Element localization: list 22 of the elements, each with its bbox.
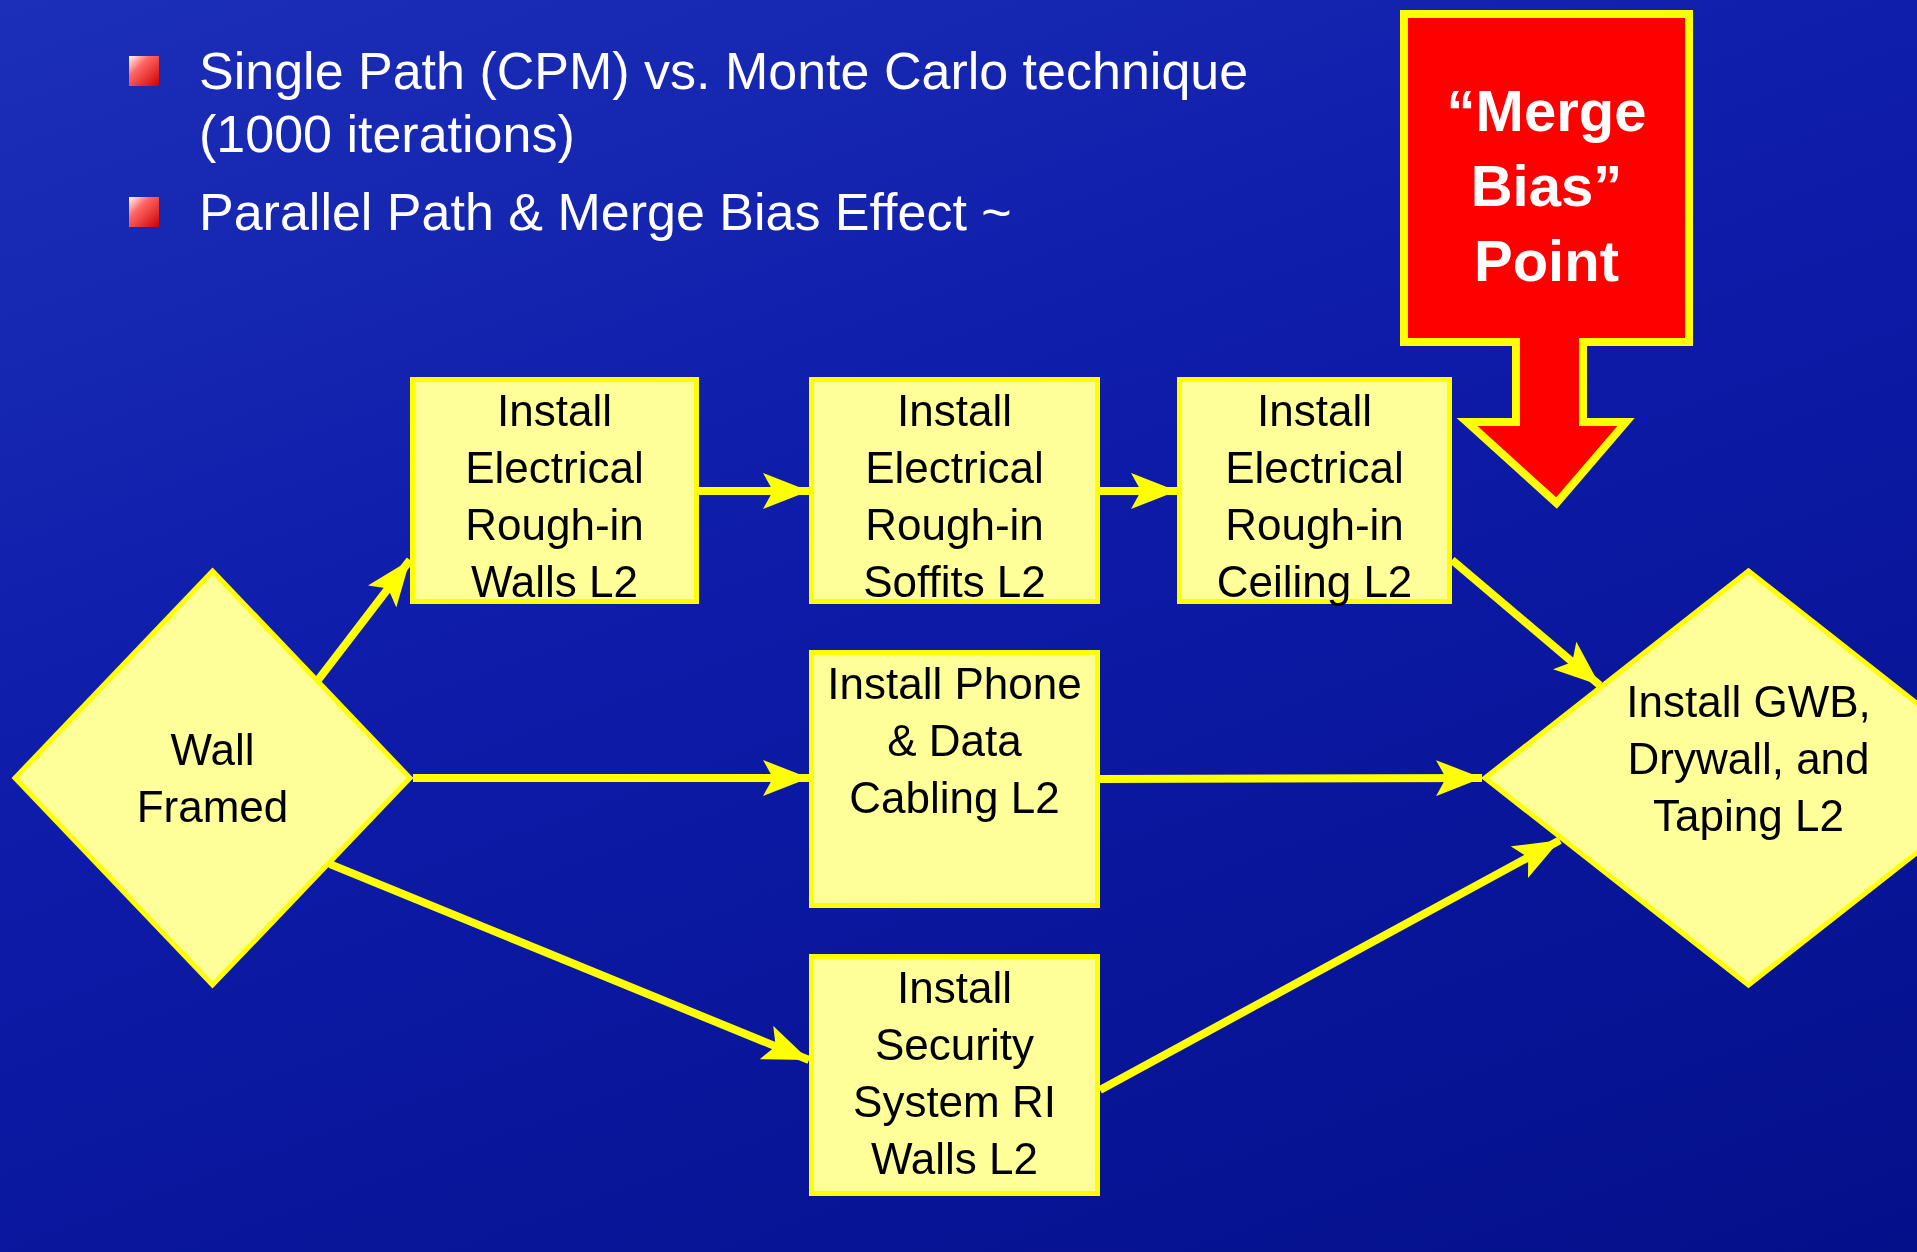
process-box [1177, 377, 1452, 604]
decision-diamond [1482, 568, 1917, 988]
arrow [328, 860, 811, 1064]
node-label: Wall Framed [135, 724, 290, 833]
node-label: Install GWB, Drywall, and Taping L2 [1625, 675, 1872, 842]
node-label: Install Electrical Rough-in Walls L2 [464, 385, 645, 608]
arrow [699, 472, 809, 509]
node-label: Install Electrical Rough-in Ceiling L2 [1215, 385, 1414, 608]
node-label: Install Electrical Rough-in Soffits L2 [862, 385, 1047, 608]
node-label: Install Security System RI Walls L2 [852, 962, 1057, 1185]
bullet-text: Single Path (CPM) vs. Monte Carlo technique (1000 iterations) [199, 41, 1250, 165]
arrow [1100, 472, 1177, 509]
process-box [410, 377, 699, 604]
process-box [809, 954, 1100, 1196]
bullet-text: Parallel Path & Merge Bias Effect ~ [199, 182, 1013, 243]
node-label: Install Phone & Data Cabling L2 [826, 658, 1083, 824]
callout-arrow [1400, 10, 1693, 507]
process-box [809, 650, 1100, 908]
decision-diamond [12, 568, 413, 988]
arrow [1098, 836, 1562, 1094]
process-box [809, 377, 1100, 604]
callout-text: “Merge Bias” Point [1445, 77, 1648, 295]
